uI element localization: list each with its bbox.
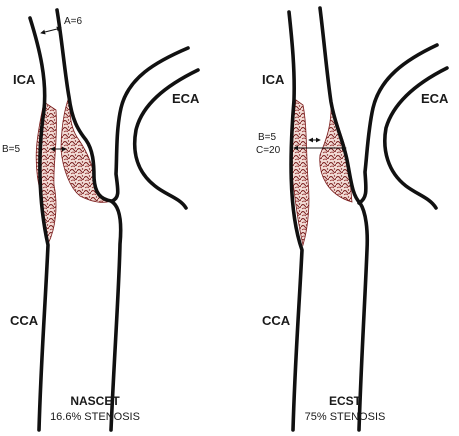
right-label-cca: CCA <box>262 313 291 328</box>
left-ica-inner-wall <box>55 8 123 432</box>
left-label-eca: ECA <box>172 91 200 106</box>
left-label-ica: ICA <box>13 72 36 87</box>
left-outer-wall <box>28 16 50 432</box>
left-label-cca: CCA <box>10 313 39 328</box>
right-measure-b-label: B=5 <box>258 132 277 143</box>
left-eca-outer-wall <box>110 46 190 203</box>
right-outer-wall <box>287 10 304 432</box>
right-method-title: ECST <box>329 394 362 408</box>
right-ica-inner-wall <box>318 6 370 432</box>
left-ica-plaque-right <box>60 96 113 203</box>
nascet-panel: A=6 B=5 ICA ECA CCA NASCET 16.6% STENOSI… <box>2 8 200 432</box>
ecst-panel: B=5 C=20 ICA ECA CCA ECST 75% STENOSIS <box>256 6 449 432</box>
right-stenosis-text: 75% STENOSIS <box>305 411 386 423</box>
left-measure-a-label: A=6 <box>64 16 83 27</box>
right-label-eca: ECA <box>421 91 449 106</box>
right-label-ica: ICA <box>262 72 285 87</box>
right-measure-c-label: C=20 <box>256 145 281 156</box>
right-eca-outer-wall <box>357 43 439 205</box>
left-stenosis-text: 16.6% STENOSIS <box>50 411 140 423</box>
left-eca-inner-wall <box>132 68 200 210</box>
left-measure-a-arrow <box>40 26 62 35</box>
right-eca-inner-wall <box>383 66 449 210</box>
left-method-title: NASCET <box>70 394 120 408</box>
left-measure-b-label: B=5 <box>2 144 21 155</box>
